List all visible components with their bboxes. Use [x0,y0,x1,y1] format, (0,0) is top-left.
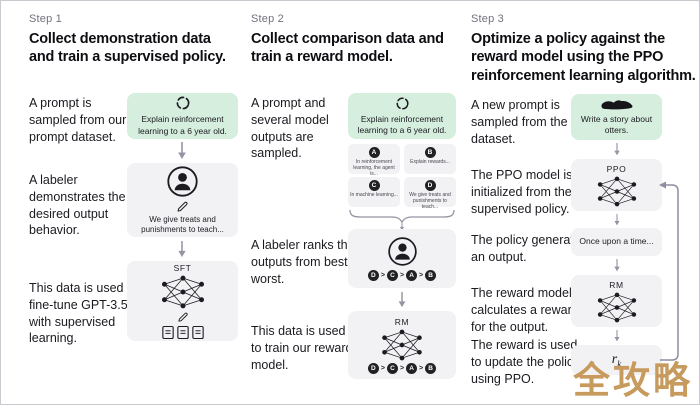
step3-caption-init: The PPO model is initialized from the su… [471,168,573,216]
step3-reward-box: rk [571,345,662,375]
person-in-circle-icon [166,165,199,198]
rank-separator: > [399,272,405,279]
step2-caption-sampled: A prompt and several model outputs are s… [251,96,329,161]
step3-caption-prompt: A new prompt is sampled from the dataset… [471,98,568,146]
feedback-loop-arrow-icon [656,177,688,369]
rm-label: RM [609,279,624,290]
step2-caption-train: This data is used to train our reward mo… [251,324,353,372]
output-b-text: Explain rewards... [410,159,450,165]
rank-2: C [386,270,398,281]
refresh-cycle-icon [395,96,410,111]
output-c-text: In machine learning... [350,192,398,198]
rank-separator: > [419,272,424,279]
output-b-badge: B [424,147,436,158]
output-d-badge: D [424,180,436,191]
step1-labeler-box: We give treats and punishments to teach.… [127,163,238,237]
rank-separator: > [399,364,405,372]
step2-prompt-box: Explain reinforcement learning to a 6 ye… [348,93,456,139]
rank-separator: > [419,364,424,372]
output-d-text: We give treats and punishments to teach.… [409,192,451,210]
rank-3: A [406,270,418,281]
step3-ppo-box: PPO [571,159,662,211]
step1-prompt-text: Explain reinforcement learning to a 6 ye… [138,114,227,136]
arrow-down-icon [612,214,622,226]
neural-network-icon [590,292,644,323]
arrow-down-icon [397,221,407,231]
output-a-text: In reinforcement learning, the agent is.… [353,159,395,177]
arrow-down-icon [397,292,407,308]
watermark: 全攻略 [573,359,693,402]
step3-output-box: Once upon a time... [571,228,662,256]
step3-prompt-box: Write a story about otters. [571,94,662,140]
refresh-cycle-icon [175,95,191,111]
arrow-down-icon [612,259,622,272]
reward-value: rk [611,351,622,369]
step2-title: Collect comparison data and train a rewa… [251,31,444,66]
step2-labeler-box: D > C > A > B [348,229,456,288]
pencil-icon [176,200,189,213]
step3-output-text: Once upon a time... [579,236,654,247]
step1-labeler-note: We give treats and punishments to teach.… [141,214,224,234]
arrow-down-icon [612,330,622,342]
step3-title: Optimize a policy against the reward mod… [471,31,696,84]
ppo-label: PPO [606,163,627,174]
neural-network-icon [374,329,430,361]
step2-rm-box: RM D > C > A > B [348,311,456,379]
step3-label: Step 3 [471,13,505,25]
rank-1: D [367,362,379,374]
output-card-d: D We give treats and punishments to teac… [404,177,456,210]
step2-caption-ranks: A labeler ranks the outputs from best to… [251,238,362,286]
step3-rm-box: RM [571,275,662,327]
output-card-a: A In reinforcement learning, the agent i… [348,144,400,177]
step2-prompt-text: Explain reinforcement learning to a 6 ye… [357,113,447,135]
step1-prompt-box: Explain reinforcement learning to a 6 ye… [127,93,238,139]
person-in-circle-icon [387,236,418,267]
ranking-row: D > C > A > B [367,270,437,281]
ranking-row: D > C > A > B [367,362,437,374]
step2-label: Step 2 [251,13,285,25]
pencil-icon [177,311,189,323]
rank-1: D [367,270,379,281]
step3-caption-output: The policy generates an output. [471,233,588,264]
rank-2: C [386,362,398,374]
arrow-down-icon [612,143,622,156]
step3-prompt-text: Write a story about otters. [580,113,653,135]
step1-caption-labeler: A labeler demonstrates the desired outpu… [29,173,126,238]
step1-caption-finetune: This data is used to fine-tune GPT-3.5 w… [29,281,138,346]
step1-title: Collect demonstration data and train a s… [29,31,226,66]
documents-icon [161,325,204,340]
neural-network-icon [154,275,212,309]
step1-label: Step 1 [29,13,63,25]
arrow-down-icon [177,241,187,258]
step3-caption-update: The reward is used to update the policy … [471,338,580,386]
sft-label: SFT [173,262,192,273]
output-c-badge: C [368,180,380,191]
otter-silhouette-icon [600,98,634,112]
rm-label: RM [394,316,410,327]
output-card-b: B Explain rewards... [404,144,456,174]
rank-3: A [406,362,418,374]
rank-separator: > [380,272,385,279]
output-a-badge: A [368,147,380,158]
rank-separator: > [380,364,385,372]
step1-sft-box: SFT [127,261,238,341]
rank-4: B [425,362,437,374]
step1-caption-prompt: A prompt is sampled from our prompt data… [29,96,127,144]
arrow-down-icon [177,142,187,160]
neural-network-icon [590,176,644,207]
output-card-c: C In machine learning... [348,177,400,207]
step3-caption-reward: The reward model calculates a reward for… [471,286,579,334]
rank-4: B [425,270,437,281]
